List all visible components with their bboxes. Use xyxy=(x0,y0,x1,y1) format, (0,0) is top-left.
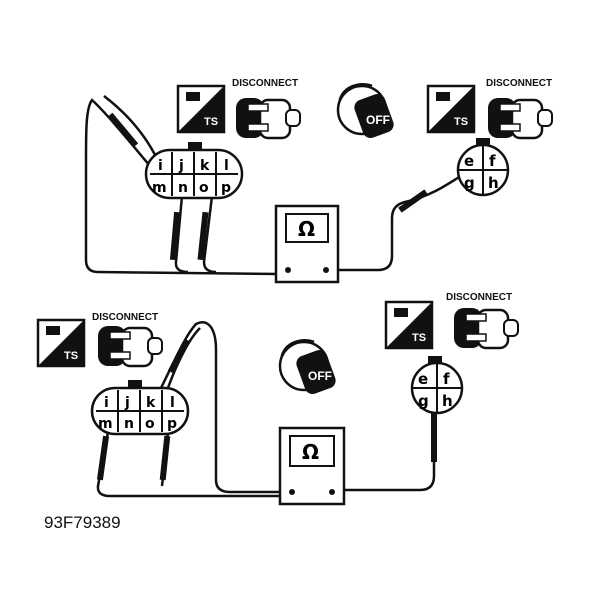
top-wire-probe-o xyxy=(202,195,217,274)
top-pin-k: k xyxy=(200,158,210,174)
bottom-pin-l: l xyxy=(170,395,175,411)
bottom-wire-right xyxy=(338,412,436,492)
top-probe-d xyxy=(398,189,428,213)
top-ignition-icon: OFF xyxy=(336,83,394,139)
top-right-disconnect-label: DISCONNECT xyxy=(486,78,552,89)
bottom-ignition-label: OFF xyxy=(308,369,332,383)
bottom-pin-h: h xyxy=(442,392,453,410)
top-pin-j: j xyxy=(178,158,184,174)
top-left-ts-icon xyxy=(186,92,200,101)
bottom-ohmmeter: Ω xyxy=(278,426,346,506)
bottom-pin-f: f xyxy=(443,370,450,388)
bottom-pin-m: m xyxy=(98,416,113,432)
top-ohmmeter: Ω xyxy=(274,204,340,284)
bottom-right-ts-fill xyxy=(386,302,432,348)
bottom-pin-k: k xyxy=(146,395,156,411)
top-pin-h: h xyxy=(488,174,499,192)
top-pin-f: f xyxy=(489,152,496,170)
bottom-pin-e: e xyxy=(418,370,428,388)
bottom-left-ts-tag: TS xyxy=(64,350,78,362)
bottom-probe-b xyxy=(159,435,171,481)
bottom-left-ts-icon xyxy=(46,326,60,335)
bottom-left-disconnect-label: DISCONNECT xyxy=(92,312,158,323)
bottom-pin-n: n xyxy=(124,416,134,432)
bottom-pin-i: i xyxy=(104,395,109,411)
top-left-disconnect-label: DISCONNECT xyxy=(232,78,298,89)
top-probe-a xyxy=(169,211,181,261)
top-ignition-label: OFF xyxy=(366,113,390,127)
bottom-ignition-icon: OFF xyxy=(278,339,336,395)
top-connector-b: e f g h xyxy=(456,138,510,197)
top-pin-e: e xyxy=(464,152,474,170)
bottom-pin-p: p xyxy=(167,416,177,432)
top-right-ts-component: TS xyxy=(426,84,476,134)
bottom-right-plug-icon xyxy=(454,308,519,350)
top-pin-l: l xyxy=(224,158,229,174)
bottom-connector-a: i j k l m n o p xyxy=(90,380,190,436)
top-left-plug-icon xyxy=(236,98,301,140)
bottom-left-plug-icon xyxy=(98,326,163,368)
top-right-ts-tag: TS xyxy=(454,116,468,128)
panel-top: TS DISCONNECT OFF TS xyxy=(84,78,553,284)
top-pin-p: p xyxy=(221,180,231,196)
panel-bottom: TS DISCONNECT OFF TS xyxy=(36,292,519,506)
top-left-ts-component: TS xyxy=(176,84,226,134)
bottom-probe-c xyxy=(167,338,191,374)
bottom-pin-j: j xyxy=(124,395,130,411)
figure-id-caption: 93F79389 xyxy=(44,513,121,532)
top-probe-c xyxy=(107,112,139,148)
bottom-probes xyxy=(96,338,437,481)
top-pin-m: m xyxy=(152,180,167,196)
bottom-meter-symbol: Ω xyxy=(302,440,319,464)
top-pin-n: n xyxy=(178,180,188,196)
top-pin-g: g xyxy=(464,174,475,192)
top-pin-o: o xyxy=(199,180,209,196)
bottom-probe-a xyxy=(96,435,110,481)
top-probe-b xyxy=(197,211,209,261)
bottom-connector-b: e f g h xyxy=(410,356,464,415)
top-pin-i: i xyxy=(158,158,163,174)
top-probes xyxy=(107,112,428,261)
bottom-pin-o: o xyxy=(145,416,155,432)
top-left-ts-fill xyxy=(178,86,224,132)
bottom-pin-g: g xyxy=(418,392,429,410)
top-wire-probe-n xyxy=(174,195,189,274)
bottom-right-ts-icon xyxy=(394,308,408,317)
bottom-right-ts-component: TS xyxy=(384,300,434,350)
top-meter-symbol: Ω xyxy=(298,217,315,241)
top-wire-right xyxy=(334,168,471,272)
bottom-right-ts-tag: TS xyxy=(412,332,426,344)
bottom-wire-probe-m xyxy=(96,431,282,498)
bottom-probe-d xyxy=(431,412,437,462)
top-right-ts-fill xyxy=(428,86,474,132)
bottom-left-ts-component: TS xyxy=(36,318,86,368)
bottom-right-disconnect-label: DISCONNECT xyxy=(446,292,512,303)
top-connector-a: i j k l m n o p xyxy=(144,142,244,200)
top-right-plug-icon xyxy=(488,98,553,140)
bottom-wire-inner xyxy=(166,327,201,389)
top-right-ts-icon xyxy=(436,92,450,101)
bottom-left-ts-fill xyxy=(38,320,84,366)
top-left-ts-tag: TS xyxy=(204,116,218,128)
